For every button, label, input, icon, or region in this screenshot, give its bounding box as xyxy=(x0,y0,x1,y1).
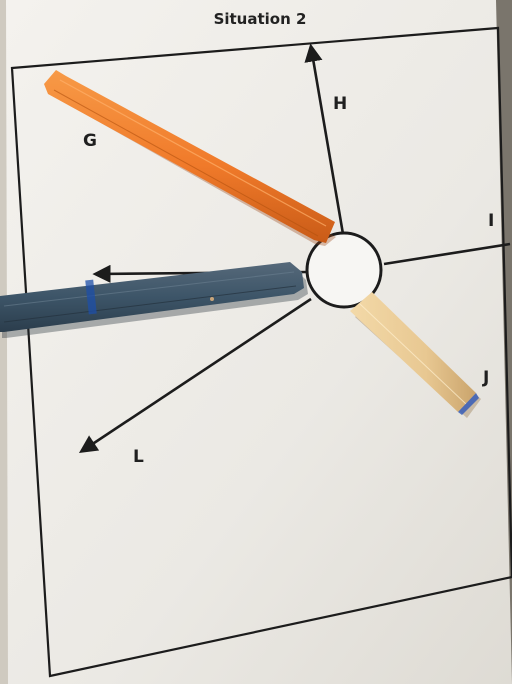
label-h: H xyxy=(333,94,347,114)
label-i: I xyxy=(488,211,494,231)
label-l: L xyxy=(133,447,144,467)
worksheet-title: Situation 2 xyxy=(214,10,307,28)
label-j: J xyxy=(482,368,489,388)
label-g: G xyxy=(83,131,97,151)
